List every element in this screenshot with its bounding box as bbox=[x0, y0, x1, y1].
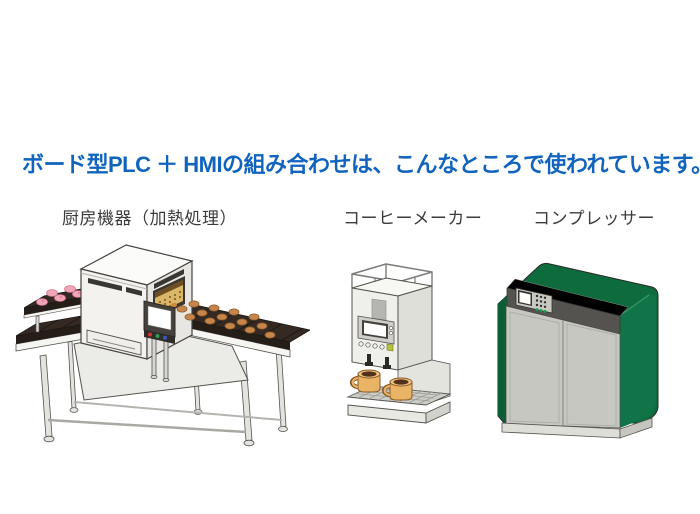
compressor-base bbox=[501, 417, 653, 439]
coffee-control-panel bbox=[357, 315, 395, 345]
compressor-keypad bbox=[535, 294, 547, 308]
headline: ボード型PLC ＋ HMIの組み合わせは、こんなところで使われています。 bbox=[22, 152, 700, 177]
front-gray-strip bbox=[371, 298, 387, 321]
leg-stretchers bbox=[47, 401, 283, 434]
coffee-spouts bbox=[365, 354, 391, 369]
hmi-button-blue bbox=[163, 335, 167, 340]
conveyor-oven-illustration bbox=[14, 240, 310, 452]
green-highlight bbox=[621, 294, 650, 315]
coffee-maker-base bbox=[347, 401, 451, 424]
oven-vents bbox=[88, 269, 184, 296]
hmi-button-red bbox=[148, 332, 152, 337]
coffee-screen bbox=[364, 322, 386, 337]
coffee-mug bbox=[349, 369, 381, 393]
compressor-screen bbox=[519, 292, 531, 305]
conveyor-oven-svg bbox=[15, 244, 310, 447]
coffee-start-button bbox=[386, 343, 394, 352]
oven-lower-door bbox=[86, 329, 142, 356]
compressor-illustration bbox=[492, 250, 667, 442]
hmi-button-green bbox=[155, 334, 160, 338]
coffee-maker-illustration bbox=[340, 252, 470, 430]
compressor-left-edge bbox=[498, 296, 506, 423]
figure-label-kitchen-equipment: 厨房機器（加熱処理） bbox=[62, 209, 237, 228]
compressor-right-face bbox=[620, 293, 656, 428]
oven-hmi-panel bbox=[143, 300, 176, 382]
coffee-buttons-row bbox=[358, 341, 394, 352]
coffee-maker-svg bbox=[346, 263, 452, 424]
compressor-status-lights bbox=[535, 308, 547, 313]
compressor-svg bbox=[497, 262, 659, 439]
figure-label-compressor: コンプレッサー bbox=[533, 209, 655, 228]
hmi-screen bbox=[147, 305, 172, 331]
compressor-control-panel bbox=[515, 287, 553, 314]
figure-label-coffee-maker: コーヒーメーカー bbox=[343, 209, 483, 228]
